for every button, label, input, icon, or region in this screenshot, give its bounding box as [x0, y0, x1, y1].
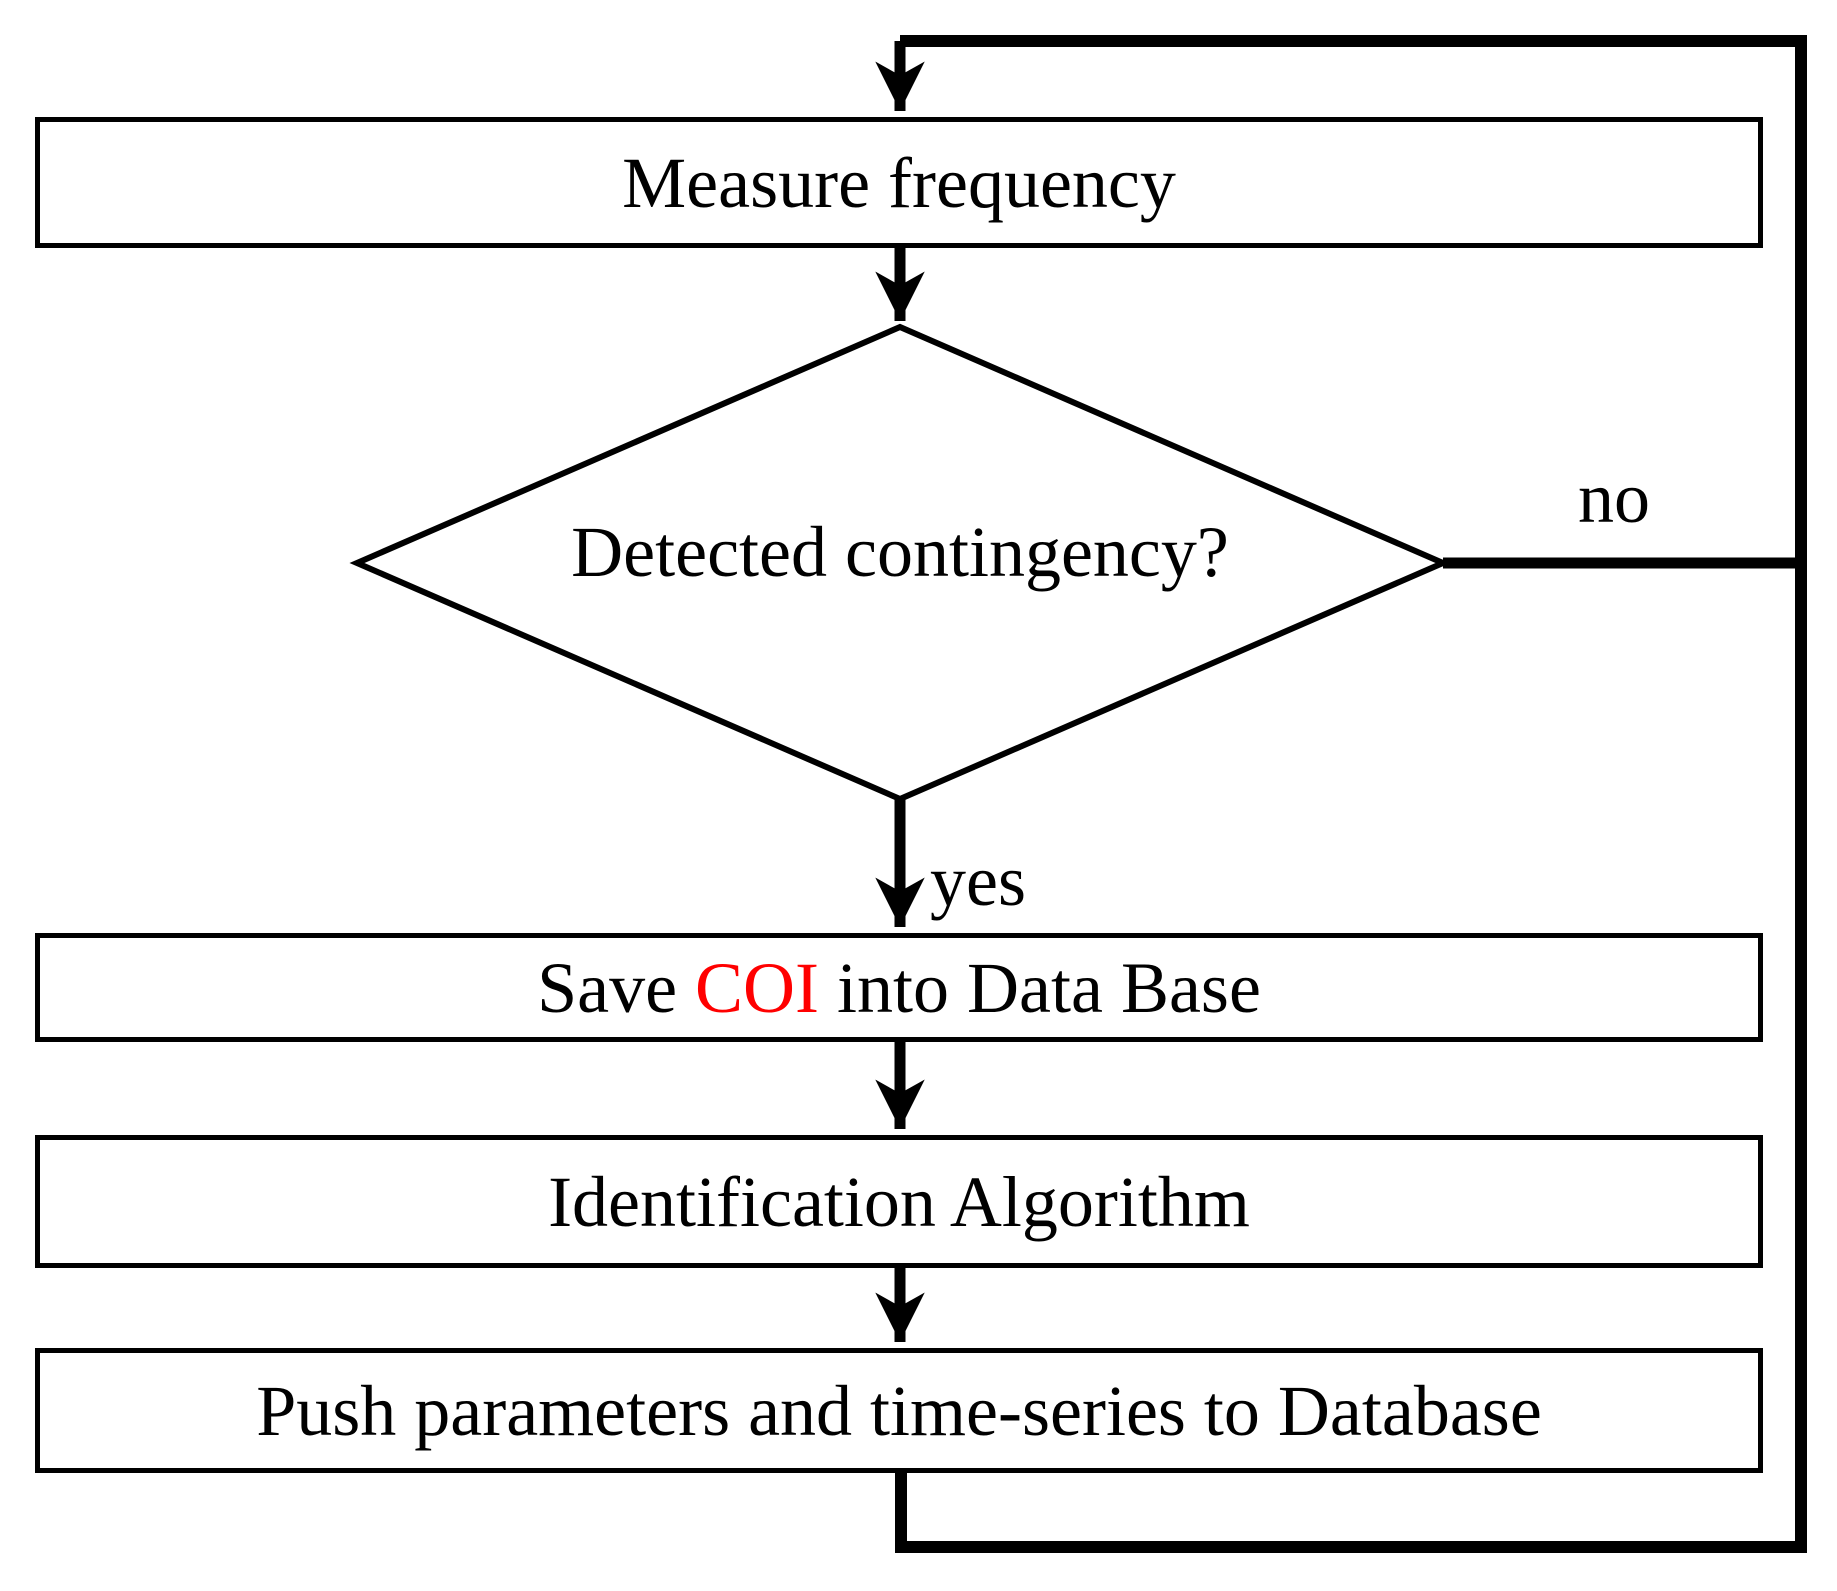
node-decision-label: Detected contingency? — [357, 516, 1443, 588]
save-text-coi-highlight: COI — [695, 947, 820, 1028]
save-text-post: into Data Base — [819, 947, 1261, 1028]
node-measure-frequency: Measure frequency — [35, 117, 1763, 248]
feedback-loop-line — [895, 35, 1807, 1553]
edge-label-yes: yes — [930, 841, 1026, 921]
save-text-pre: Save — [537, 947, 696, 1028]
decision-question-text: Detected contingency? — [571, 512, 1229, 592]
edge-label-no: no — [1578, 458, 1650, 538]
node-identification-algorithm: Identification Algorithm — [35, 1135, 1763, 1268]
node-save-coi: Save COI into Data Base — [35, 933, 1763, 1042]
node-push-parameters: Push parameters and time-series to Datab… — [35, 1348, 1763, 1473]
node-push-parameters-label: Push parameters and time-series to Datab… — [256, 1370, 1542, 1451]
node-measure-frequency-label: Measure frequency — [622, 142, 1176, 223]
node-identification-algorithm-label: Identification Algorithm — [548, 1161, 1250, 1242]
